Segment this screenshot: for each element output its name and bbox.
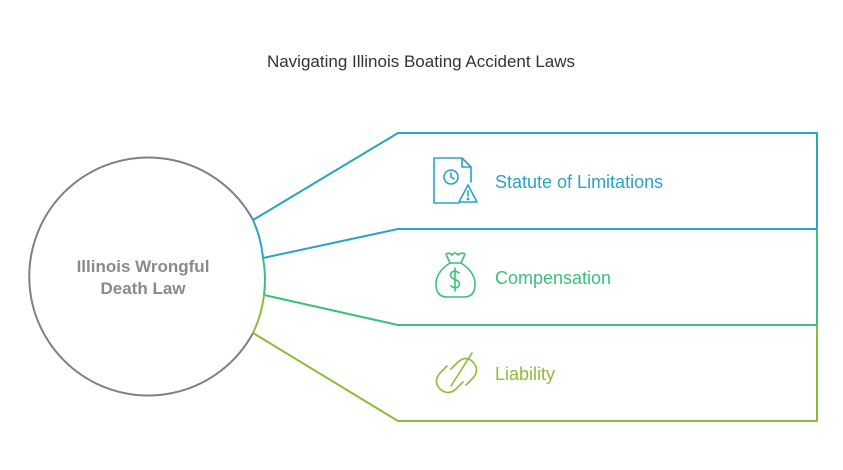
diagram-title: Navigating Illinois Boating Accident Law… (267, 52, 575, 71)
arc-statute (252, 219, 264, 259)
arc-liability (252, 294, 265, 334)
band-liability (252, 325, 818, 422)
item-label-compensation: Compensation (495, 268, 611, 288)
item-label-liability: Liability (495, 364, 555, 384)
center-label-line2: Death Law (100, 279, 186, 298)
band-compensation (263, 229, 818, 326)
center-circle (28, 156, 254, 397)
center-label-line1: Illinois Wrongful (77, 257, 210, 276)
arc-compensation (262, 257, 266, 296)
band-statute-of-limitations (252, 132, 818, 259)
document-clock-warning-icon (433, 157, 478, 204)
money-bag-icon (435, 252, 476, 298)
item-label-statute: Statute of Limitations (495, 172, 663, 192)
broken-link-icon (435, 352, 478, 394)
